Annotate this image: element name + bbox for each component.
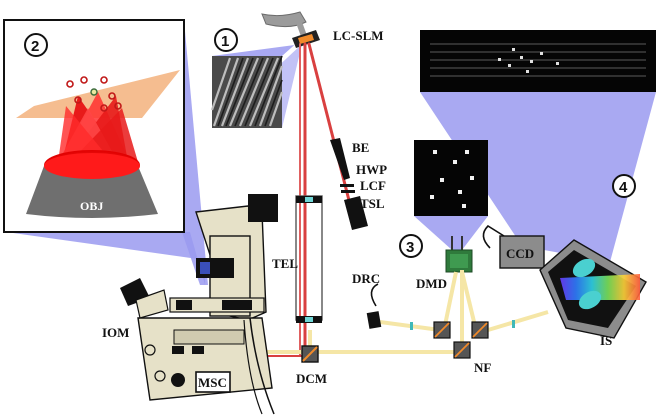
label-dcm: DCM <box>296 371 327 386</box>
beam-expander <box>330 138 350 180</box>
label-be: BE <box>352 140 369 155</box>
label-lcf: LCF <box>360 178 386 193</box>
marker-3: 3 <box>399 234 423 258</box>
label-dmd: DMD <box>416 276 447 291</box>
detector-rotation-camera <box>366 283 382 329</box>
label-ccd: CCD <box>506 246 534 261</box>
label-hwp: HWP <box>356 162 387 177</box>
filter-cubes <box>433 321 489 359</box>
dmd-device <box>445 236 473 273</box>
ccd-image <box>420 30 656 92</box>
callout-1-projection <box>212 40 302 56</box>
inverted-microscope <box>120 194 278 415</box>
label-drc: DRC <box>352 271 380 286</box>
marker-2: 2 <box>24 33 48 57</box>
ti-sapphire-laser <box>344 196 368 230</box>
label-iom: IOM <box>102 325 129 340</box>
svg-text:1: 1 <box>221 33 229 50</box>
callout-2-projection <box>6 232 205 285</box>
callout-3-projection <box>414 216 488 250</box>
line-clean-filter <box>341 190 355 193</box>
callout-4-projection <box>420 92 656 262</box>
phase-hologram <box>210 55 284 128</box>
motorized-stage-controller <box>195 371 231 393</box>
label-msc: MSC <box>198 375 227 390</box>
label-is: IS <box>600 333 612 348</box>
objective-body <box>26 166 158 218</box>
trap-spots <box>66 76 122 112</box>
marker-1: 1 <box>214 28 238 52</box>
svg-text:2: 2 <box>31 38 39 55</box>
imaging-spectrometer <box>539 239 647 339</box>
dichroic-mirror <box>301 345 319 363</box>
focused-beams <box>58 92 138 162</box>
half-wave-plate <box>340 184 354 187</box>
lens-marks <box>410 320 515 330</box>
svg-text:4: 4 <box>619 179 628 196</box>
marker-4: 4 <box>612 174 636 198</box>
dmd-pattern <box>414 140 488 216</box>
label-lc-slm: LC-SLM <box>333 28 384 43</box>
label-nf: NF <box>474 360 491 375</box>
lc-slm-device <box>292 30 320 48</box>
svg-text:3: 3 <box>406 239 414 256</box>
ccd-camera <box>482 224 545 269</box>
label-tel: TEL <box>272 256 298 271</box>
label-tsl: TSL <box>360 196 385 211</box>
objective-label: OBJ <box>80 199 103 213</box>
telescope <box>295 195 323 323</box>
